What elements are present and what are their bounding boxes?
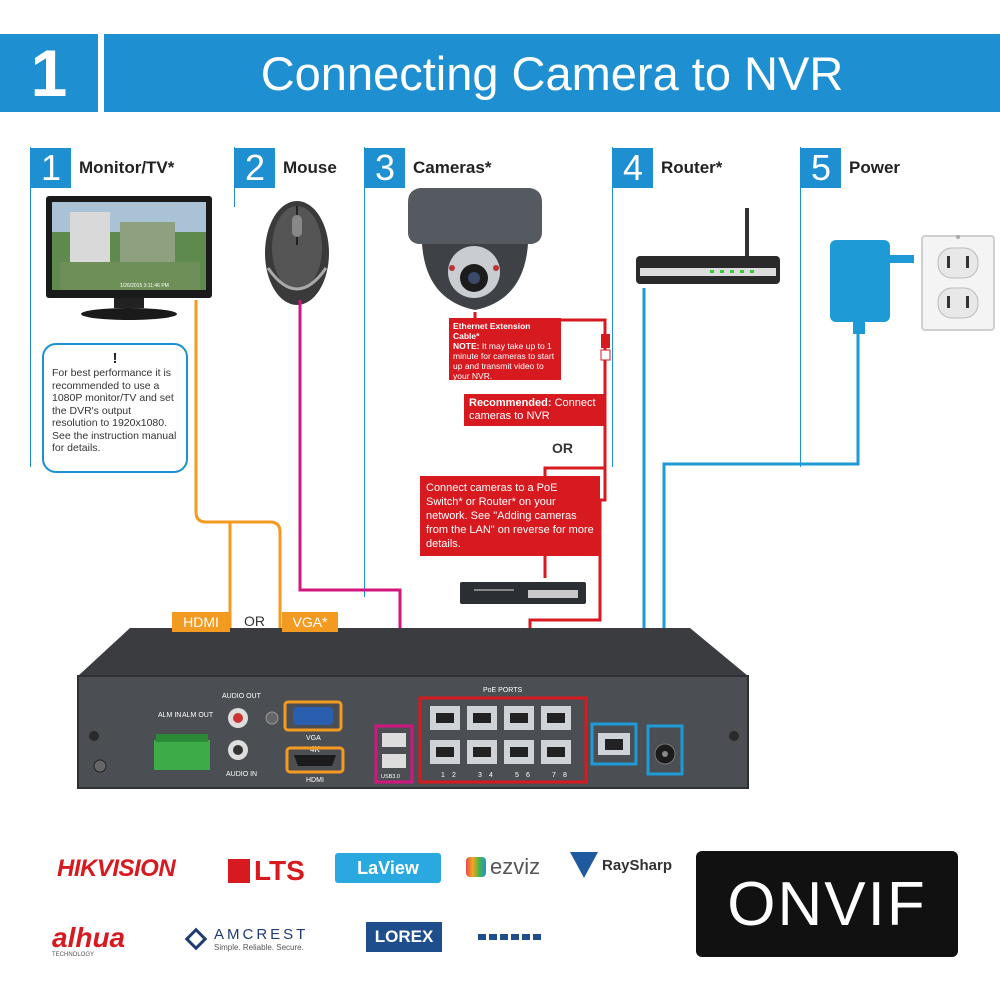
poe-switch-callout: Connect cameras to a PoE Switch* or Rout… xyxy=(420,476,600,556)
lorex-logo: LOREX xyxy=(366,922,442,952)
note-label: NOTE: xyxy=(453,341,480,351)
step4-guide-line xyxy=(612,147,613,467)
onvif-logo: ONVIF xyxy=(696,851,958,957)
step-label: Cameras* xyxy=(413,158,492,177)
nvr-device: ALM IN ALM OUT AUDIO OUT AUDIO IN VGA 4K… xyxy=(77,628,749,789)
note-text: It may take up to 1 minute for cameras t… xyxy=(453,341,555,381)
raysharp-logo: RaySharp xyxy=(570,852,672,878)
step5-guide-line xyxy=(800,147,801,467)
raysharp-mark-icon xyxy=(570,852,598,878)
power-adapter-icon xyxy=(830,240,914,334)
onvif-text: ONVIF xyxy=(727,869,927,939)
lorex-text: LOREX xyxy=(374,927,434,946)
hikvision-logo: HIKVISION xyxy=(57,855,176,882)
ezviz-mark-icon xyxy=(466,857,486,877)
vga-tag: VGA* xyxy=(282,612,338,632)
step-number: 4 xyxy=(613,147,653,188)
amcrest-logo: AMCREST Simple. Reliable. Secure. xyxy=(184,926,308,952)
step-label: Mouse xyxy=(283,158,337,177)
poe-port-number: 7 xyxy=(552,772,556,779)
alm-out-label: ALM OUT xyxy=(182,712,214,719)
lts-logo: LTS xyxy=(228,855,305,887)
monitor-timestamp: 1/26/2015 3:11:46 PM xyxy=(120,283,169,289)
laview-logo: LaView xyxy=(335,853,441,883)
generic-brand-mark xyxy=(478,934,541,940)
hdmi-vga-cable xyxy=(194,300,282,710)
ezviz-logo: ezviz xyxy=(466,854,540,880)
step-label: Power xyxy=(849,158,901,177)
hdmi-tag: HDMI xyxy=(172,612,230,632)
step-mouse: 2 Mouse xyxy=(235,147,337,189)
router-icon xyxy=(636,208,780,284)
poe-port-number: 1 xyxy=(441,772,445,779)
section-number: 1 xyxy=(0,34,98,112)
step3-guide-line xyxy=(364,147,365,597)
power-cable xyxy=(662,334,860,730)
laview-text: LaView xyxy=(357,857,419,878)
step-number: 1 xyxy=(31,147,71,188)
vga-port-label: VGA xyxy=(306,735,321,742)
ethernet-cable-title: Ethernet Extension Cable* xyxy=(453,321,531,341)
dahua-logo: alhua TECHNOLOGY xyxy=(52,922,126,958)
step1-guide-line xyxy=(30,147,31,467)
poe-port-number: 4 xyxy=(489,772,493,779)
step2-guide-line xyxy=(234,147,235,207)
recommended-label: Recommended: xyxy=(469,397,552,409)
ethernet-note-callout: Ethernet Extension Cable* NOTE: It may t… xyxy=(449,318,561,381)
audio-in-label: AUDIO IN xyxy=(226,771,257,778)
page-title: Connecting Camera to NVR xyxy=(104,34,1000,112)
poe-callout-text: Connect cameras to a PoE Switch* or Rout… xyxy=(426,482,594,550)
poe-ports-label: PoE PORTS xyxy=(483,687,522,694)
warning-icon: ! xyxy=(112,350,118,367)
poe-switch-icon xyxy=(460,582,586,604)
recommended-callout: Recommended: Connect cameras to NVR xyxy=(464,394,605,426)
step-cameras: 3 Cameras* xyxy=(365,147,491,189)
step-monitor: 1 Monitor/TV* xyxy=(31,147,174,189)
step-number: 2 xyxy=(235,147,275,188)
recommended-text: Connect cameras to NVR xyxy=(469,397,596,422)
amcrest-mark-icon xyxy=(184,927,208,951)
dome-camera-icon xyxy=(408,188,542,310)
monitor-note: ! For best performance it is recommended… xyxy=(42,343,188,473)
lts-mark-icon xyxy=(228,859,250,883)
alm-in-label: ALM IN xyxy=(158,712,181,719)
wall-outlet-icon xyxy=(921,235,995,331)
hdmi-port-label: HDMI xyxy=(306,777,324,784)
step-power: 5 Power xyxy=(801,147,900,189)
monitor-note-text: For best performance it is recommended t… xyxy=(52,367,177,454)
audio-out-label: AUDIO OUT xyxy=(222,693,262,700)
step-number: 3 xyxy=(365,147,405,188)
poe-port-number: 5 xyxy=(515,772,519,779)
step-label: Monitor/TV* xyxy=(79,158,175,177)
step-router: 4 Router* xyxy=(613,147,722,189)
page-header: 1 Connecting Camera to NVR xyxy=(0,34,1000,112)
monitor-icon: 1/26/2015 3:11:46 PM xyxy=(46,196,212,320)
step-label: Router* xyxy=(661,158,723,177)
poe-port-number: 6 xyxy=(526,772,530,779)
step-number: 5 xyxy=(801,147,841,188)
mouse-icon xyxy=(265,201,329,305)
hdmi-vga-or: OR xyxy=(244,613,265,629)
poe-port-number: 2 xyxy=(452,772,456,779)
usb-label: USB3.0 xyxy=(381,774,400,780)
poe-port-number: 8 xyxy=(563,772,567,779)
or-separator: OR xyxy=(552,440,573,456)
poe-port-number: 3 xyxy=(478,772,482,779)
